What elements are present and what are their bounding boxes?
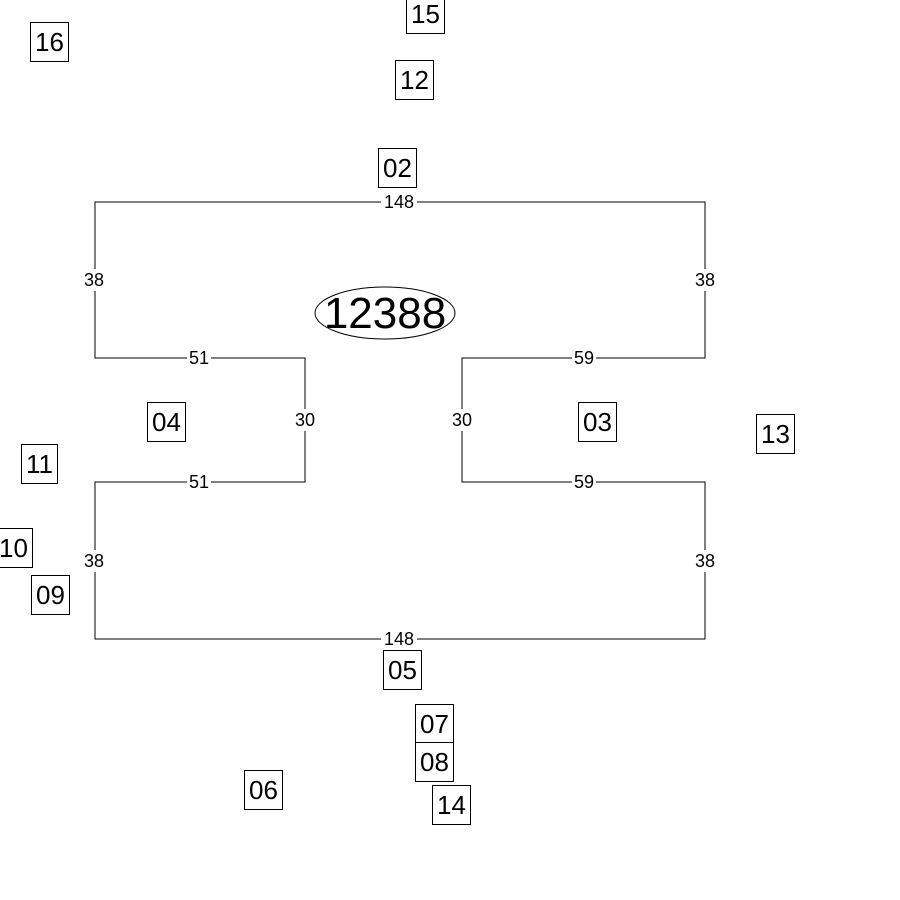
edge-length-right-inner-top: 59	[574, 348, 594, 368]
edge-length-bottom: 148	[384, 629, 414, 649]
area-label: 12388	[324, 289, 446, 338]
neighbor-label: 16	[30, 22, 69, 62]
neighbor-label: 06	[244, 770, 283, 810]
neighbor-label: 08	[415, 742, 454, 782]
edge-length-left-inner-bottom: 51	[189, 472, 209, 492]
neighbor-label: 03	[578, 402, 617, 442]
edge-length-left-upper: 38	[84, 270, 104, 290]
neighbor-label: 07	[415, 704, 454, 744]
edge-length-left-notch: 30	[295, 410, 315, 430]
parcel-boundary	[94, 201, 706, 640]
neighbor-label: 14	[432, 785, 471, 825]
edge-length-left-inner-top: 51	[189, 348, 209, 368]
neighbor-label: 02	[378, 148, 417, 188]
neighbor-label: 09	[31, 575, 70, 615]
edge-length-right-inner-bottom: 59	[574, 472, 594, 492]
area-ellipse	[314, 286, 456, 340]
neighbor-label: 04	[147, 402, 186, 442]
neighbor-label: 11	[21, 444, 58, 484]
neighbor-label: 15	[406, 0, 445, 34]
neighbor-label: 12	[395, 60, 434, 100]
neighbor-label: 05	[383, 650, 422, 690]
edge-length-right-notch: 30	[452, 410, 472, 430]
edge-length-right-lower: 38	[695, 551, 715, 571]
edge-length-left-lower: 38	[84, 551, 104, 571]
edge-length-right-upper: 38	[695, 270, 715, 290]
neighbor-label: 13	[756, 414, 795, 454]
edge-length-top: 148	[384, 192, 414, 212]
neighbor-label: 10	[0, 528, 33, 568]
